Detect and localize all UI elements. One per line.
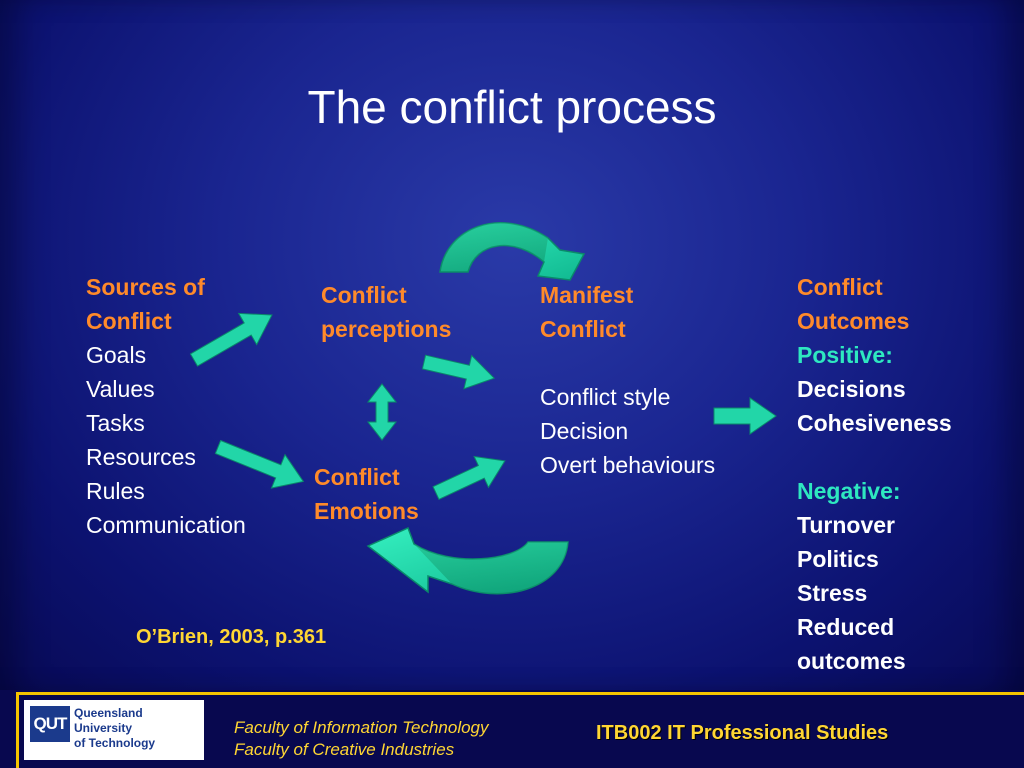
curved-arrow-top [439, 222, 586, 281]
sources-block: Sources of Conflict Goals Values Tasks R… [86, 270, 246, 542]
negative-item: Turnover [797, 512, 895, 538]
university-name-line: Queensland [74, 706, 143, 720]
source-item: Rules [86, 478, 145, 504]
university-name: Queensland University of Technology [74, 706, 155, 751]
footer-rule [16, 692, 1024, 695]
emotions-label-1: Conflict [314, 464, 400, 490]
faculty-line: Faculty of Creative Industries [234, 740, 455, 759]
manifest-item: Overt behaviours [540, 452, 716, 478]
arrow-sources-to-perceptions [189, 312, 273, 367]
source-item: Tasks [86, 410, 145, 436]
double-arrow-perceptions-emotions [366, 383, 398, 441]
arrow-perceptions-to-manifest [421, 354, 496, 390]
manifest-block: Manifest Conflict Conflict style Decisio… [540, 278, 715, 482]
faculty-line: Faculty of Information Technology [234, 718, 489, 737]
positive-item: Decisions [797, 376, 906, 402]
faculty-names: Faculty of Information Technology Facult… [234, 717, 489, 761]
source-item: Resources [86, 444, 196, 470]
course-title: ITB002 IT Professional Studies [596, 722, 889, 744]
emotions-block: Conflict Emotions [314, 460, 419, 528]
manifest-heading-2: Conflict [540, 316, 626, 342]
qut-logo-mark: QUT [30, 706, 70, 742]
university-name-line: University [74, 721, 133, 735]
perceptions-block: Conflict perceptions [321, 278, 451, 346]
citation: O’Brien, 2003, p.361 [136, 626, 327, 648]
footer-rule-side [16, 692, 19, 768]
spacer [797, 440, 952, 474]
negative-item: outcomes [797, 648, 906, 674]
source-item: Values [86, 376, 155, 402]
slide-title: The conflict process [307, 81, 717, 133]
outcomes-block: Conflict Outcomes Positive: Decisions Co… [797, 270, 952, 678]
outcomes-heading-1: Conflict [797, 274, 883, 300]
curved-arrow-bottom [366, 526, 569, 595]
sources-heading-2: Conflict [86, 308, 172, 334]
perceptions-label-2: perceptions [321, 316, 452, 342]
arrow-emotions-to-manifest [432, 455, 506, 501]
positive-label: Positive: [797, 342, 893, 368]
positive-item: Cohesiveness [797, 410, 952, 436]
university-name-line: of Technology [74, 736, 156, 750]
perceptions-label-1: Conflict [321, 282, 407, 308]
spacer [540, 346, 715, 380]
negative-item: Politics [797, 546, 879, 572]
arrow-sources-to-emotions [214, 439, 305, 489]
source-item: Communication [86, 512, 246, 538]
source-item: Goals [86, 342, 147, 368]
manifest-heading-1: Manifest [540, 282, 634, 308]
manifest-item: Conflict style [540, 384, 671, 410]
sources-heading-1: Sources of [86, 274, 205, 300]
outcomes-heading-2: Outcomes [797, 308, 910, 334]
emotions-label-2: Emotions [314, 498, 419, 524]
arrow-manifest-to-outcomes [713, 397, 777, 435]
manifest-item: Decision [540, 418, 629, 444]
negative-item: Stress [797, 580, 868, 606]
negative-label: Negative: [797, 478, 901, 504]
negative-item: Reduced [797, 614, 895, 640]
